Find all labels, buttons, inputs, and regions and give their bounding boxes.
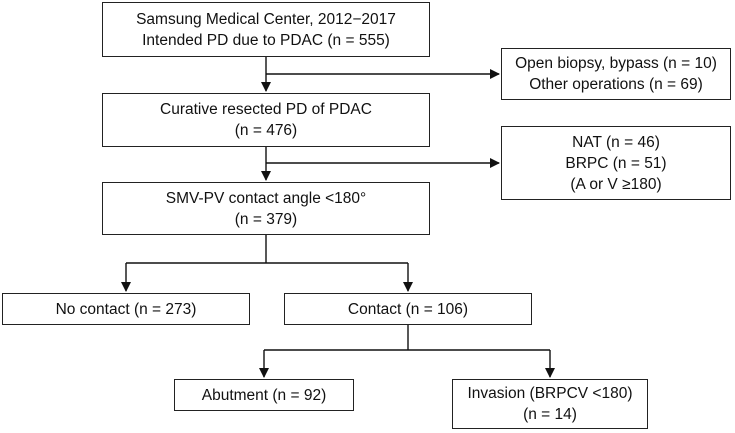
box-start: Samsung Medical Center, 2012−2017 Intend… — [102, 2, 430, 57]
box-excluded2: NAT (n = 46) BRPC (n = 51) (A or V ≥180) — [501, 126, 731, 200]
excluded1-line1: Open biopsy, bypass (n = 10) — [515, 55, 717, 72]
box-contact: Contact (n = 106) — [284, 293, 532, 325]
excluded2-line1: NAT (n = 46) — [572, 133, 660, 151]
contact-angle-line1: SMV-PV contact angle <180° — [165, 189, 367, 207]
box-abutment: Abutment (n = 92) — [174, 379, 354, 411]
resected-line2: (n = 476) — [234, 122, 298, 139]
resected-line1: Curative resected PD of PDAC — [160, 101, 372, 118]
box-contact-angle: SMV-PV contact angle <180° (n = 379) — [102, 182, 430, 235]
excluded2-line3: (A or V ≥180) — [570, 175, 662, 193]
no-contact-label: No contact (n = 273) — [55, 300, 197, 318]
abutment-label: Abutment (n = 92) — [201, 386, 327, 404]
contact-angle-line2: (n = 379) — [234, 210, 298, 228]
box-excluded1: Open biopsy, bypass (n = 10) Other opera… — [501, 48, 731, 100]
box-no-contact: No contact (n = 273) — [2, 293, 250, 325]
excluded2-line2: BRPC (n = 51) — [565, 154, 667, 172]
invasion-line1: Invasion (BRPCV <180) — [467, 385, 633, 402]
start-line2: Intended PD due to PDAC (n = 555) — [142, 31, 390, 49]
box-invasion: Invasion (BRPCV <180) (n = 14) — [452, 379, 648, 429]
start-line1: Samsung Medical Center, 2012−2017 — [136, 10, 396, 28]
invasion-line2: (n = 14) — [523, 406, 577, 423]
box-resected: Curative resected PD of PDAC (n = 476) — [102, 93, 430, 147]
excluded1-line2: Other operations (n = 69) — [529, 76, 703, 93]
contact-label: Contact (n = 106) — [347, 300, 469, 318]
